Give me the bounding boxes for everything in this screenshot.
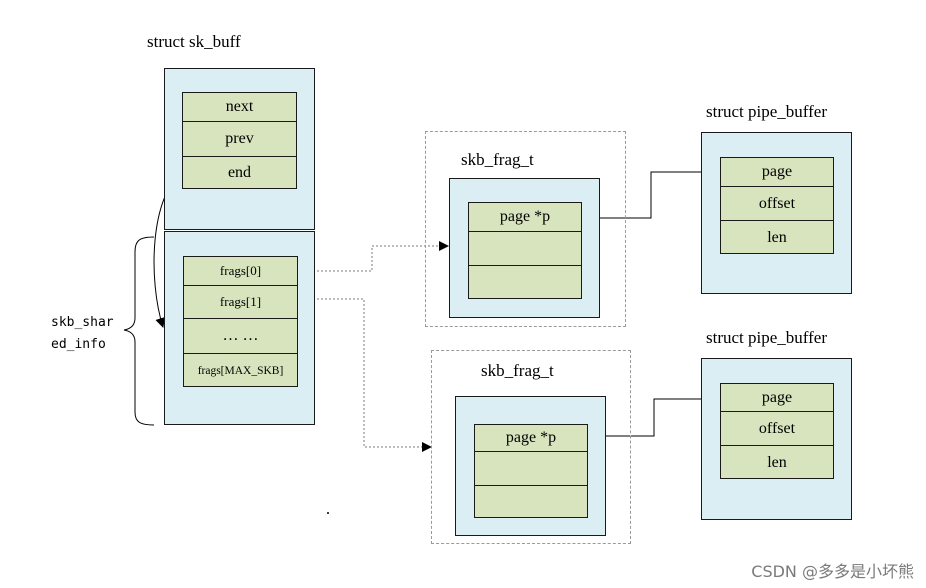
stray-dot bbox=[327, 512, 329, 514]
pipe-top-offset-field: offset bbox=[721, 186, 833, 220]
frags-ellipsis-field: … … bbox=[184, 318, 297, 353]
frag-top-fields: page *p bbox=[468, 202, 582, 299]
frag-bottom-title: skb_frag_t bbox=[481, 361, 554, 380]
pipe-top-title: struct pipe_buffer bbox=[706, 102, 828, 121]
frags1-to-frag-bottom-link bbox=[297, 298, 432, 452]
shared-info-label-line2: ed_info bbox=[51, 337, 106, 352]
sk-buff-title: struct sk_buff bbox=[147, 32, 241, 51]
pipe-top-fields: page offset len bbox=[720, 157, 834, 254]
frag-top-blank-field-1 bbox=[469, 231, 581, 265]
pipe-bottom-len-field: len bbox=[721, 445, 833, 479]
sk-buff-field-end: end bbox=[183, 156, 296, 189]
shared-info-label-line1: skb_shar bbox=[51, 315, 114, 330]
frag-bottom-box: page *p bbox=[455, 396, 606, 536]
pipe-bottom-box: page offset len bbox=[701, 358, 852, 520]
pipe-bottom-offset-field: offset bbox=[721, 411, 833, 445]
frag-top-container bbox=[425, 131, 626, 327]
frags-1-field: frags[1] bbox=[184, 285, 297, 318]
frag-top-box: page *p bbox=[449, 178, 600, 318]
frag-bottom-fields: page *p bbox=[474, 424, 588, 518]
shared-info-label: skb_shar ed_info bbox=[51, 312, 114, 356]
sk-buff-field-next: next bbox=[225, 98, 254, 115]
pipe-top-box: page offset len bbox=[701, 132, 852, 294]
csdn-watermark: CSDN @多多是小坏熊 bbox=[751, 562, 914, 581]
pipe-top-page-field: page bbox=[761, 163, 793, 180]
sk-buff-field-prev: prev bbox=[183, 121, 296, 156]
frag-top-title: skb_frag_t bbox=[461, 150, 534, 169]
frag-top-page-to-pipe-top-link bbox=[581, 167, 720, 219]
shared-info-brace bbox=[123, 236, 155, 426]
sk-buff-fields: next prev end bbox=[182, 92, 297, 189]
shared-info-box: frags[0] frags[1] … … frags[MAX_SKB] bbox=[164, 231, 315, 425]
shared-info-fields: frags[0] frags[1] … … frags[MAX_SKB] bbox=[183, 256, 298, 387]
frags-max-skb-field: frags[MAX_SKB] bbox=[184, 353, 297, 387]
frags-0-field: frags[0] bbox=[219, 263, 262, 278]
pipe-bottom-fields: page offset len bbox=[720, 383, 834, 479]
frag-top-page-field: page *p bbox=[499, 208, 551, 225]
frag-bottom-container bbox=[431, 350, 631, 544]
sk-buff-box: next prev end bbox=[164, 68, 315, 230]
pipe-bottom-title: struct pipe_buffer bbox=[706, 328, 828, 347]
frag-bottom-page-field: page *p bbox=[505, 429, 557, 446]
frag-bottom-blank-field-1 bbox=[475, 451, 587, 485]
frags0-to-frag-top-link bbox=[297, 241, 449, 272]
frag-top-blank-field-2 bbox=[469, 265, 581, 299]
pipe-top-len-field: len bbox=[721, 220, 833, 254]
frag-bottom-page-to-pipe-bottom-link bbox=[587, 394, 720, 437]
pipe-bottom-page-field: page bbox=[761, 388, 793, 406]
frag-bottom-blank-field-2 bbox=[475, 485, 587, 518]
